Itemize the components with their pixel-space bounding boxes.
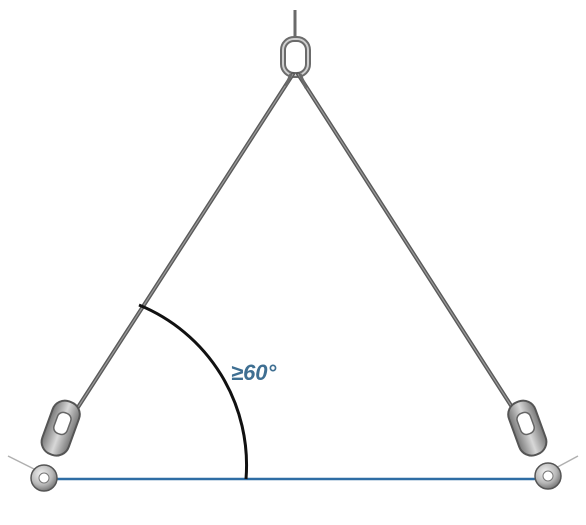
eye-hook-icon (30, 399, 81, 492)
right-sling-leg-highlight (297, 73, 529, 433)
left-sling-leg-highlight (61, 73, 294, 433)
link-connectors (284, 73, 308, 89)
master-link-icon (280, 36, 311, 78)
angle-arc (138, 303, 249, 480)
eye-hook-icon (507, 399, 562, 490)
angle-label: ≥60° (231, 360, 277, 385)
